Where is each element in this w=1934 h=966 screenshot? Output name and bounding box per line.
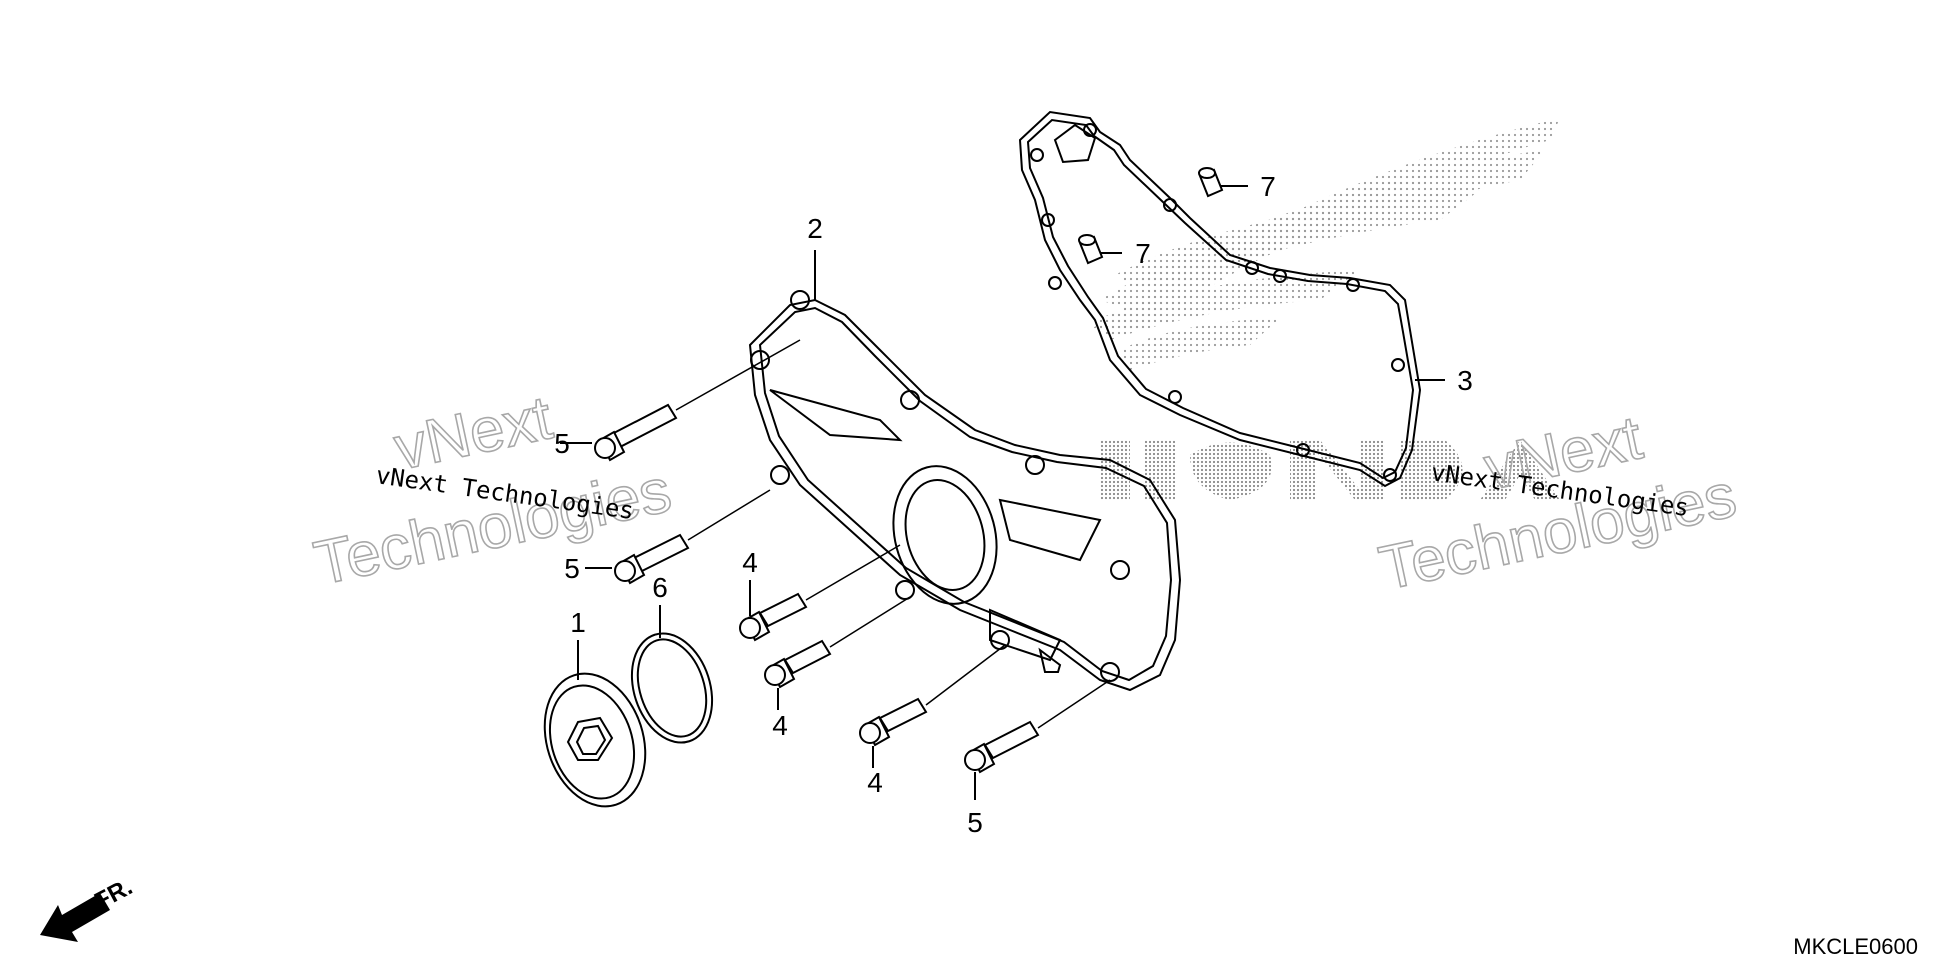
bolt-4c	[859, 644, 1006, 768]
callout-7b: 7	[1135, 238, 1151, 269]
cover-part-2	[748, 290, 1182, 692]
callout-2: 2	[807, 213, 823, 244]
bolt-5b	[585, 489, 771, 585]
diagram-code: MKCLE0600	[1793, 934, 1918, 959]
watermark-right: vNext Technologies vNext Technologies	[1373, 402, 1743, 604]
bolt-4a	[739, 544, 901, 642]
callout-4c: 4	[867, 767, 883, 798]
bolt-5c	[964, 679, 1111, 800]
dowel-pin-7b	[1078, 234, 1122, 265]
callout-5c: 5	[967, 807, 983, 838]
gasket-part-3	[1018, 110, 1422, 488]
o-ring-part-6	[630, 632, 714, 744]
callout-3: 3	[1457, 365, 1473, 396]
callout-7a: 7	[1260, 171, 1276, 202]
wing-logo-icon	[1090, 118, 1560, 500]
callout-5a: 5	[554, 428, 570, 459]
leader-lines	[577, 250, 1445, 680]
seal-plate-part-1	[543, 672, 647, 808]
callout-1: 1	[570, 607, 586, 638]
dowel-pin-7a	[1198, 167, 1248, 198]
callout-6: 6	[652, 572, 668, 603]
front-arrow-icon: FR.	[40, 873, 137, 942]
callout-5b: 5	[564, 553, 580, 584]
bolt-4b	[764, 596, 911, 710]
callout-4a: 4	[742, 547, 758, 578]
callout-4b: 4	[772, 710, 788, 741]
bolt-5a	[560, 339, 801, 462]
